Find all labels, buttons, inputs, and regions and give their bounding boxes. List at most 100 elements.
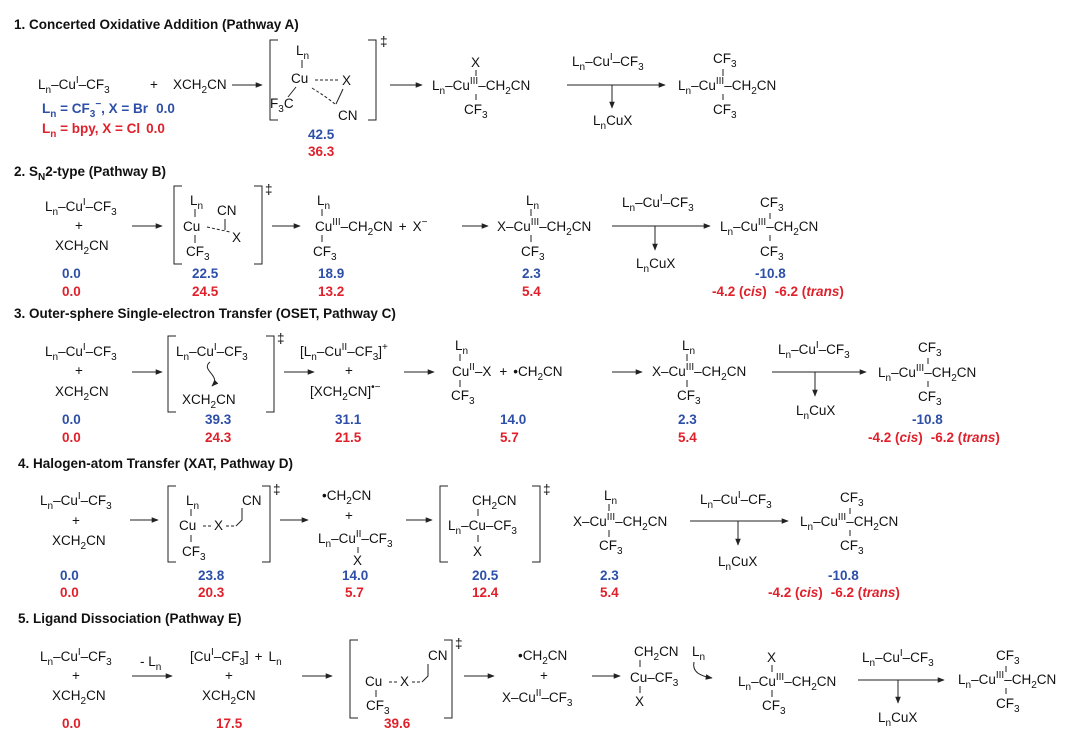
- svg-text:XCH2CN: XCH2CN: [55, 384, 109, 403]
- energy-blue: 20.5: [472, 568, 499, 583]
- transmetalation-arrow: Ln–CuI–CF3 LnCuX: [690, 490, 789, 573]
- svg-text:LnCuX: LnCuX: [593, 113, 632, 132]
- svg-text:CH2CN: CH2CN: [472, 493, 517, 512]
- svg-text:Ln: Ln: [692, 644, 705, 663]
- svg-text:‡: ‡: [265, 182, 273, 197]
- svg-text:Ln–CuI–CF3: Ln–CuI–CF3: [45, 342, 117, 363]
- cu-iii-intermediate: X Ln–CuIII–CH2CN CF3: [432, 55, 530, 121]
- svg-text:LnCuX: LnCuX: [718, 554, 757, 573]
- section-3-pathway-c: 3. Outer-sphere Single-electron Transfer…: [14, 306, 1000, 445]
- energy-blue: -10.8: [755, 266, 786, 281]
- svg-text:CF3: CF3: [840, 538, 864, 557]
- energy-red: 5.7: [500, 430, 519, 445]
- svg-text:X: X: [400, 674, 409, 689]
- svg-text:Ln: Ln: [190, 193, 203, 212]
- svg-text:CF3: CF3: [182, 544, 206, 563]
- svg-text:Ln–CuIII–CH2CN: Ln–CuIII–CH2CN: [720, 217, 818, 238]
- svg-text:Ln–CuI–CF3: Ln–CuI–CF3: [45, 197, 117, 218]
- svg-text:X: X: [353, 553, 362, 568]
- svg-text:CF3: CF3: [713, 102, 737, 121]
- product-cu-iii: CF3 Ln–CuIII–CH2CN CF3: [720, 195, 818, 263]
- section-title: 3. Outer-sphere Single-electron Transfer…: [14, 306, 396, 321]
- svg-text:X: X: [342, 73, 351, 88]
- radical-cu-ii-pair: •CH2CN + Ln–CuII–CF3 X: [318, 488, 393, 568]
- svg-text:Cu: Cu: [179, 518, 196, 533]
- transition-state-e: ‡ Cu X CN CF3: [349, 636, 463, 719]
- energy-red: 5.4: [600, 585, 619, 600]
- svg-text:Ln–CuIII–CH2CN: Ln–CuIII–CH2CN: [678, 76, 776, 97]
- energy-red: 21.5: [335, 430, 362, 445]
- svg-text:Ln: Ln: [604, 488, 617, 507]
- svg-text:XCH2CN: XCH2CN: [182, 392, 236, 411]
- cu-iii-neutral: Ln X–CuIII–CH2CN CF3: [573, 488, 667, 557]
- svg-text:X–CuIII–CH2CN: X–CuIII–CH2CN: [573, 512, 667, 533]
- svg-text:‡: ‡: [543, 482, 551, 497]
- section-5-pathway-e: 5. Ligand Dissociation (Pathway E) Ln–Cu…: [18, 611, 1056, 731]
- ion-pair: [Ln–CuII–CF3]+ + [XCH2CN]•−: [300, 342, 388, 403]
- plus-sign: +: [150, 77, 158, 92]
- cu-ii-intermediate: Ln CuII–X+•CH2CN CF3: [451, 338, 563, 407]
- svg-text:CF3: CF3: [366, 698, 390, 717]
- svg-text:Ln–CuI–CF3: Ln–CuI–CF3: [622, 193, 694, 214]
- svg-text:X: X: [232, 230, 241, 245]
- energies: 0.0 0.0 22.5 24.5 18.9 13.2 2.3 5.4 -10.…: [62, 266, 844, 299]
- svg-text:XCH2CN: XCH2CN: [55, 238, 109, 257]
- svg-text:CF3: CF3: [677, 388, 701, 407]
- svg-text:Cu: Cu: [365, 674, 382, 689]
- svg-text:CuII–X+•CH2CN: CuII–X+•CH2CN: [452, 362, 563, 383]
- dissociated-pair: [CuI–CF3]+Ln + XCH2CN: [190, 647, 282, 707]
- svg-text:CN: CN: [242, 493, 262, 508]
- energy-blue: 14.0: [342, 568, 368, 583]
- svg-text:CF3: CF3: [599, 538, 623, 557]
- svg-text:‡: ‡: [455, 636, 463, 651]
- svg-text:Cu–CF3: Cu–CF3: [630, 670, 679, 689]
- svg-text:Ln: Ln: [682, 338, 695, 357]
- cu-iii-neutral: Ln X–CuIII–CH2CN CF3: [652, 338, 746, 407]
- svg-text:Ln–CuI–CF3: Ln–CuI–CF3: [862, 648, 934, 669]
- svg-text:‡: ‡: [277, 331, 285, 346]
- product-cu-iii: CF3 Ln–CuIII–CH2CN CF3: [678, 51, 776, 121]
- svg-text:[Ln–CuII–CF3]+: [Ln–CuII–CF3]+: [300, 342, 388, 363]
- svg-text:LnCuX: LnCuX: [796, 403, 835, 422]
- svg-text:LnCuX: LnCuX: [878, 710, 917, 729]
- svg-text:CF3: CF3: [464, 102, 488, 121]
- svg-text:Ln–CuI–CF3: Ln–CuI–CF3: [40, 491, 112, 512]
- energy-red: 17.5: [216, 716, 243, 731]
- section-title: 1. Concerted Oxidative Addition (Pathway…: [14, 17, 299, 32]
- svg-text:Ln: Ln: [526, 193, 539, 212]
- svg-text:LnCuX: LnCuX: [636, 256, 675, 275]
- svg-text:Ln–CuII–CF3: Ln–CuII–CF3: [318, 529, 393, 550]
- svg-text:Ln–Cu–CF3: Ln–Cu–CF3: [448, 518, 517, 537]
- svg-text:CF3: CF3: [996, 648, 1020, 667]
- svg-text:XCH2CN: XCH2CN: [202, 688, 256, 707]
- energy-red: 39.6: [384, 716, 411, 731]
- svg-text:Ln–CuI–CF3: Ln–CuI–CF3: [778, 340, 850, 361]
- svg-text:CN: CN: [428, 648, 448, 663]
- energies: 0.0 17.5 39.6: [62, 716, 411, 731]
- svg-text:Ln–CuIII–CH2CN: Ln–CuIII–CH2CN: [800, 512, 898, 533]
- svg-text:+: +: [75, 218, 83, 233]
- ligand-coordination: Ln: [692, 644, 713, 680]
- svg-text:+: +: [540, 668, 548, 683]
- section-title: 2. SN2-type (Pathway B): [14, 164, 166, 183]
- svg-text:CF3: CF3: [521, 244, 545, 263]
- energy-red: 0.0: [62, 430, 81, 445]
- svg-text:CF3: CF3: [186, 244, 210, 263]
- svg-text:+: +: [75, 363, 83, 378]
- svg-text:CF3: CF3: [996, 696, 1020, 715]
- energy-blue: 31.1: [335, 412, 362, 427]
- energy-red-cis-trans: -4.2 (cis)-6.2 (trans): [768, 585, 900, 600]
- section-4-pathway-d: 4. Halogen-atom Transfer (XAT, Pathway D…: [18, 456, 900, 600]
- section-2-pathway-b: 2. SN2-type (Pathway B) Ln–CuI–CF3 + XCH…: [14, 164, 844, 299]
- energy-blue: 14.0: [500, 412, 526, 427]
- energy-red: 0.0: [60, 585, 79, 600]
- energy-blue: 39.3: [205, 412, 232, 427]
- energy-blue: 22.5: [192, 266, 219, 281]
- transmetalation-arrow: Ln–CuI–CF3 LnCuX: [772, 340, 867, 422]
- energy-blue: 2.3: [522, 266, 541, 281]
- svg-text:CF3: CF3: [762, 698, 786, 717]
- svg-text:CN: CN: [338, 108, 358, 123]
- svg-text:Ln–CuIII–CH2CN: Ln–CuIII–CH2CN: [878, 363, 976, 384]
- svg-text:X–CuIII–CH2CN: X–CuIII–CH2CN: [497, 217, 591, 238]
